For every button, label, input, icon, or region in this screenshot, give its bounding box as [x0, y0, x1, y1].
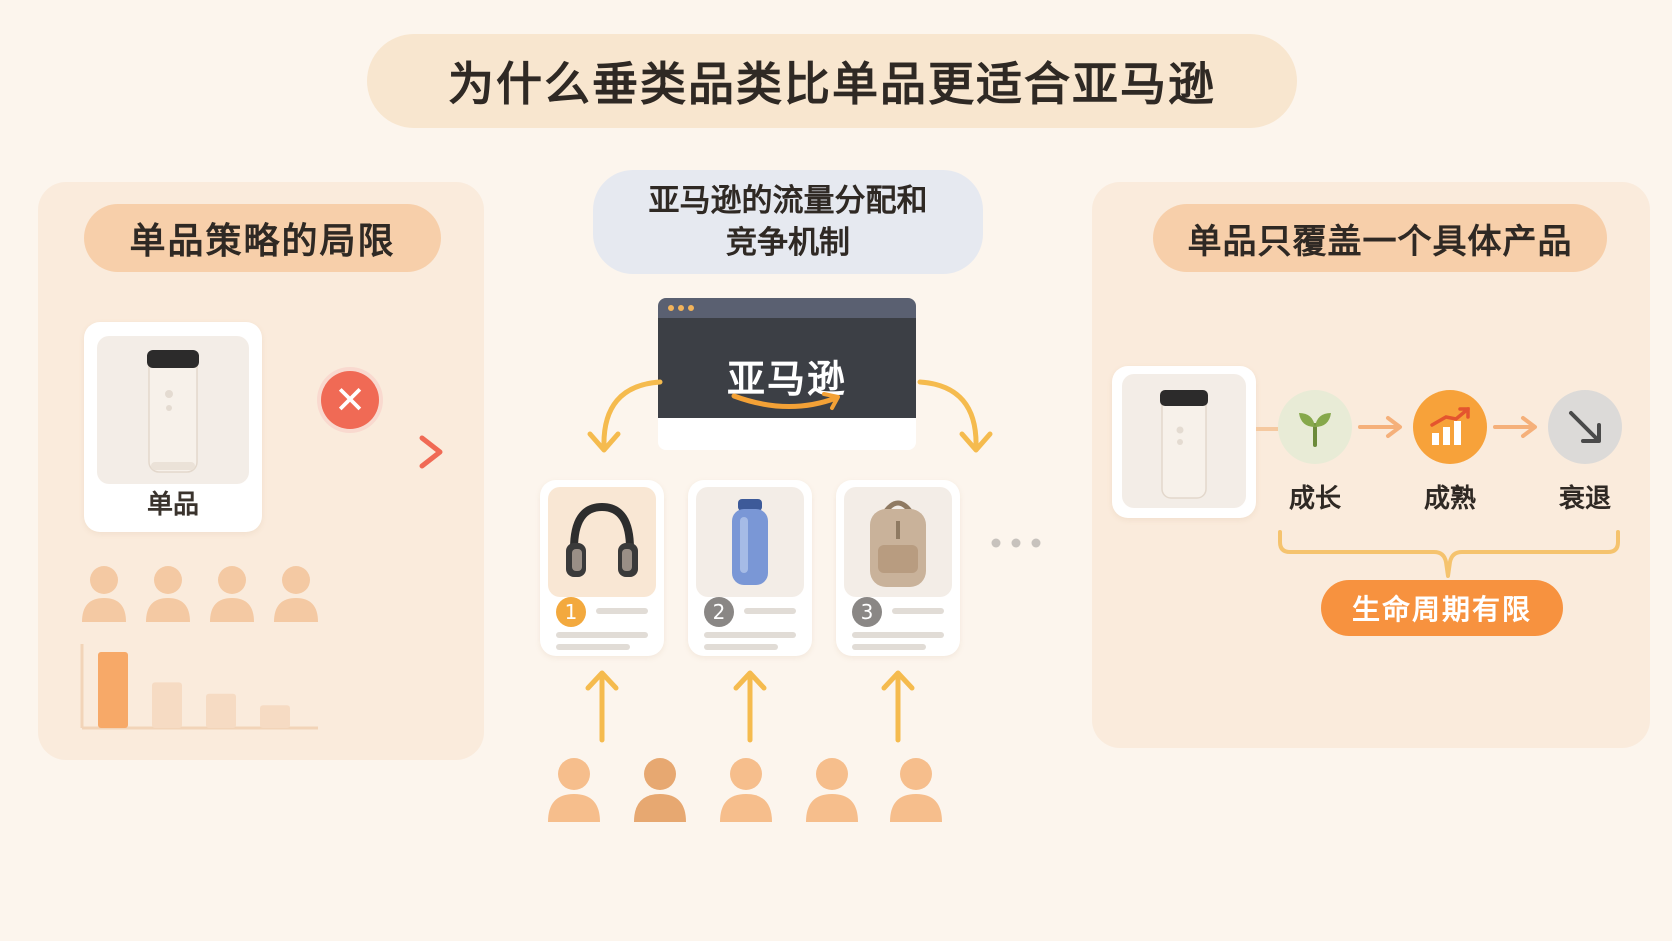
product-image-bg — [97, 336, 249, 484]
product-label: 单品 — [146, 490, 199, 520]
arrow-right-icon — [300, 435, 443, 469]
audience-group-icon — [82, 566, 318, 622]
more-ellipsis-icon — [991, 538, 1041, 548]
amazon-window: 亚马逊 — [658, 298, 916, 454]
rank-badge: 2 — [704, 597, 734, 627]
curved-arrow-right-icon — [917, 379, 993, 453]
shoppers-group-icon — [548, 758, 942, 822]
headphones-icon — [566, 502, 638, 577]
window-body: 亚马逊 — [658, 318, 916, 418]
water-bottle-icon — [732, 499, 768, 585]
page-title: 为什么垂类品类比单品更适合亚马逊 — [367, 34, 1297, 128]
bar-2 — [152, 682, 182, 728]
product-image-bg — [696, 487, 804, 597]
single-product-card — [1112, 366, 1256, 518]
arrow-right-icon — [1358, 416, 1402, 438]
arrow-up-icon — [881, 670, 915, 743]
product-card-2: 2 — [688, 480, 812, 656]
product-card-3: 3 — [836, 480, 960, 656]
cross-icon: ✕ — [321, 371, 379, 429]
single-product-card: 单品 — [84, 322, 262, 532]
product-image-bg — [1122, 374, 1246, 508]
window-titlebar — [658, 298, 916, 318]
right-heading: 单品只覆盖一个具体产品 — [1153, 204, 1607, 272]
backpack-icon — [870, 500, 926, 587]
arrow-up-icon — [585, 670, 619, 743]
sprout-icon — [1278, 390, 1352, 464]
arrow-up-icon — [733, 670, 767, 743]
stage-label-growth: 成长 — [1288, 484, 1341, 514]
connector-line — [1256, 427, 1278, 431]
smile-arrow-icon — [731, 392, 840, 410]
bar-4 — [260, 705, 290, 728]
center-heading-line1: 亚马逊的流量分配和 — [648, 183, 928, 219]
canister-product-icon — [147, 350, 199, 473]
product-card-1: 1 — [540, 480, 664, 656]
growth-chart-icon — [1413, 390, 1487, 464]
product-image-bg — [548, 487, 656, 597]
lifecycle-badge: 生命周期有限 — [1321, 580, 1563, 636]
rank-badge: 3 — [852, 597, 882, 627]
bar-3 — [206, 693, 236, 728]
stage-label-decline: 衰退 — [1558, 484, 1611, 514]
canister-product-icon — [1160, 390, 1208, 499]
curved-arrow-left-icon — [587, 379, 663, 453]
stage-label-mature: 成熟 — [1423, 484, 1476, 514]
bracket-brace — [1278, 530, 1620, 578]
left-heading: 单品策略的局限 — [84, 204, 441, 272]
rank-badge: 1 — [556, 597, 586, 627]
product-image-bg — [844, 487, 952, 597]
bar-1 — [98, 652, 128, 728]
center-heading: 亚马逊的流量分配和 竞争机制 — [593, 170, 983, 274]
decline-arrow-icon — [1548, 390, 1622, 464]
center-heading-line2: 竞争机制 — [726, 225, 850, 261]
arrow-right-icon — [1493, 416, 1537, 438]
window-footer — [658, 418, 916, 450]
decline-bar-chart — [80, 644, 318, 730]
